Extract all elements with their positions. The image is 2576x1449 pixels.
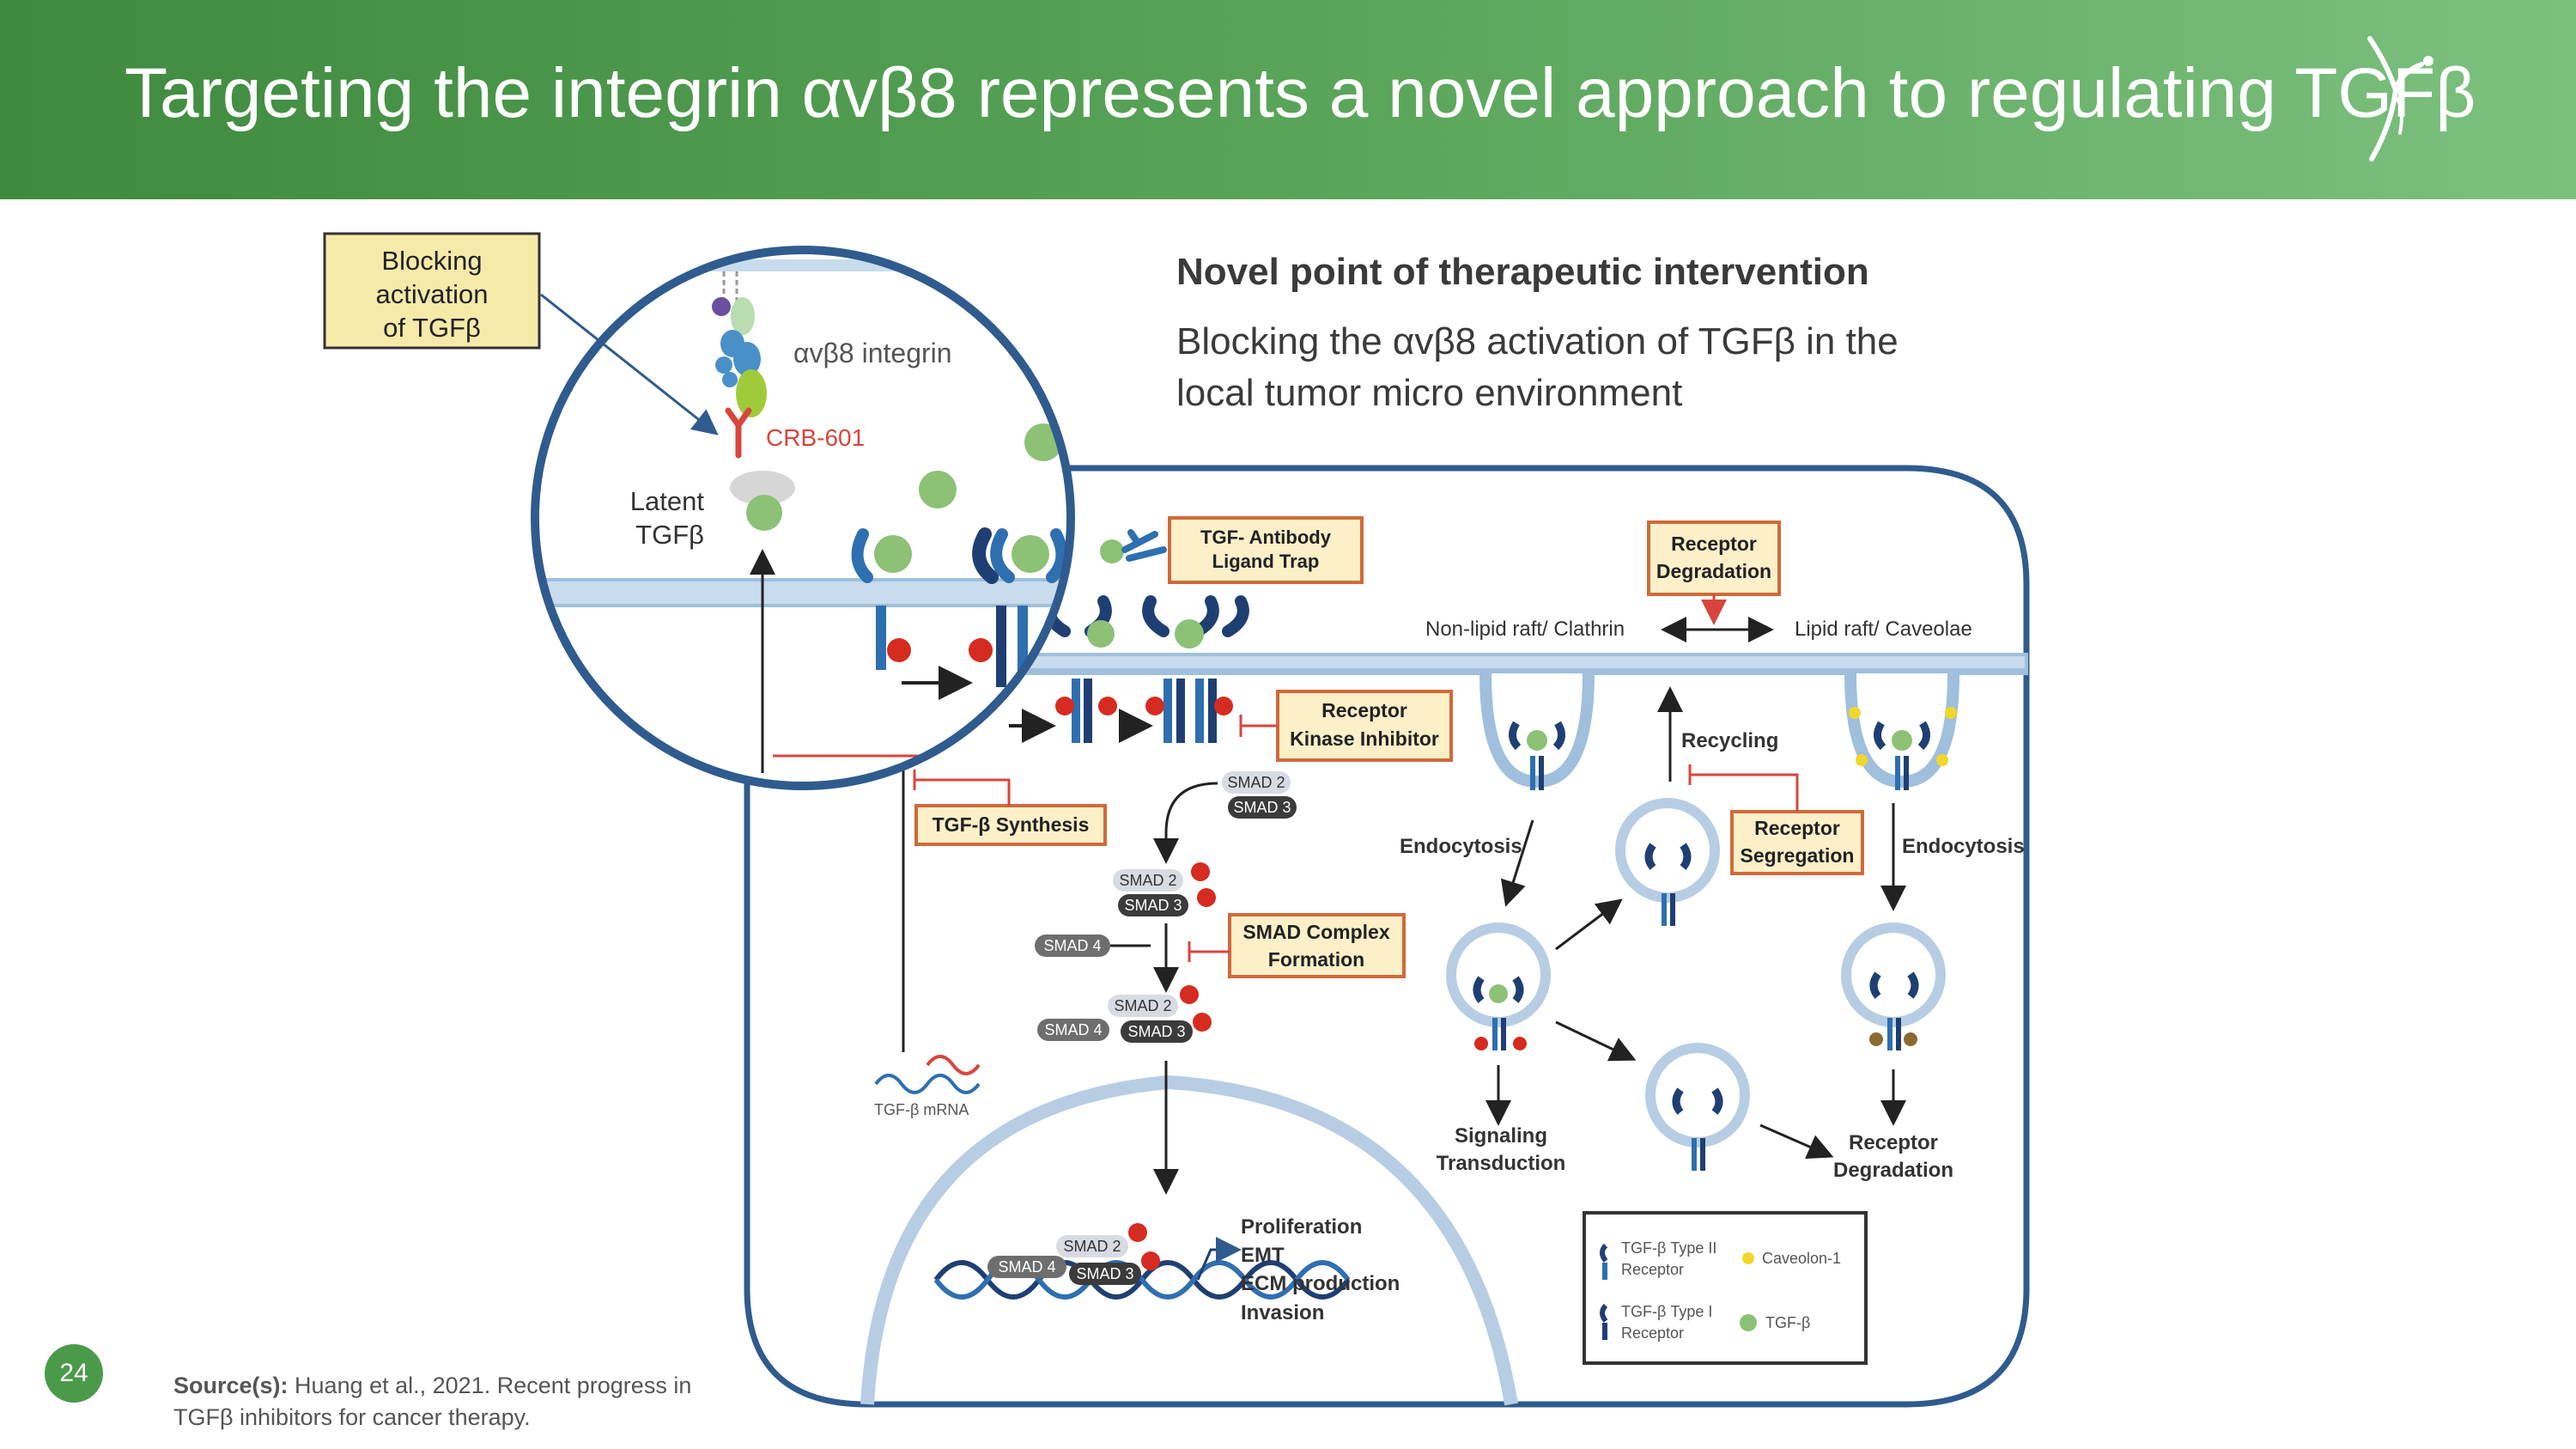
smad-cascade: SMAD 2 SMAD 3 SMAD 2 SMAD 3 SMAD 4 SMAD … <box>1035 771 1297 1195</box>
svg-text:Lipid raft/ Caveolae: Lipid raft/ Caveolae <box>1795 618 1972 641</box>
svg-text:TGF-β Type I: TGF-β Type I <box>1621 1303 1712 1320</box>
tgfb-mrna: TGF-β mRNA <box>874 754 981 1118</box>
svg-text:SMAD 4: SMAD 4 <box>1044 1021 1102 1038</box>
svg-text:EMT: EMT <box>1241 1244 1285 1267</box>
svg-text:Receptor: Receptor <box>1321 699 1407 721</box>
svg-text:Non-lipid raft/ Clathrin: Non-lipid raft/ Clathrin <box>1425 618 1625 641</box>
legend: TGF-β Type II Receptor Caveolon-1 TGF-β … <box>1583 1211 1868 1365</box>
svg-text:CRB-601: CRB-601 <box>766 424 865 451</box>
svg-text:Caveolon-1: Caveolon-1 <box>1762 1250 1841 1267</box>
svg-text:Kinase Inhibitor: Kinase Inhibitor <box>1290 728 1439 750</box>
svg-text:SMAD 4: SMAD 4 <box>998 1258 1055 1275</box>
svg-text:Receptor: Receptor <box>1621 1324 1684 1342</box>
svg-text:Signaling: Signaling <box>1455 1124 1547 1148</box>
svg-text:activation: activation <box>376 279 489 309</box>
svg-text:Receptor: Receptor <box>1671 533 1757 555</box>
svg-text:Receptor: Receptor <box>1849 1131 1938 1154</box>
svg-text:Receptor: Receptor <box>1754 817 1840 839</box>
svg-text:TGFβ: TGFβ <box>635 520 704 550</box>
svg-text:Ligand Trap: Ligand Trap <box>1212 551 1320 572</box>
integrin-icon <box>712 271 767 417</box>
outcome-list: Proliferation EMT ECM production Invasio… <box>1241 1215 1400 1324</box>
cell-outline <box>744 465 2030 1408</box>
page-title: Targeting the integrin αvβ8 represents a… <box>125 54 2476 132</box>
svg-text:αvβ8 integrin: αvβ8 integrin <box>793 338 952 368</box>
svg-text:Degradation: Degradation <box>1833 1159 1953 1182</box>
endosome-degradation-left <box>1645 1043 1750 1171</box>
receptor-kinase-inhibitor-box: Receptor Kinase Inhibitor <box>1239 690 1453 762</box>
tgfb-synthesis-box: TGF-β Synthesis <box>775 746 1107 846</box>
svg-text:Endocytosis: Endocytosis <box>1902 835 2025 858</box>
svg-text:SMAD 3: SMAD 3 <box>1127 1023 1185 1040</box>
intervention-description: Blocking the αvβ8 activation of TGFβ in … <box>1176 320 1899 414</box>
svg-text:SMAD 3: SMAD 3 <box>1233 799 1291 816</box>
source-label: Source(s): <box>173 1373 289 1398</box>
zoom-inset: αvβ8 integrin CRB-601 Latent TGFβ <box>531 246 1075 790</box>
svg-text:Transduction: Transduction <box>1437 1152 1566 1175</box>
endosome-degradation-right <box>1841 922 1946 1050</box>
svg-text:TGF-β Synthesis: TGF-β Synthesis <box>933 813 1090 836</box>
svg-text:of TGFβ: of TGFβ <box>383 313 481 343</box>
svg-text:SMAD 3: SMAD 3 <box>1076 1265 1133 1282</box>
pit-receptor-left <box>1509 721 1565 790</box>
svg-text:Recycling: Recycling <box>1681 729 1778 752</box>
antibody-ligand-trap-box: TGF- Antibody Ligand Trap <box>1168 516 1364 584</box>
antibody-icon <box>1100 529 1167 563</box>
svg-text:SMAD 2: SMAD 2 <box>1114 997 1171 1014</box>
pit-receptor-right <box>1849 707 1957 790</box>
dna-helix: SMAD 4 SMAD 2 SMAD 3 <box>933 1223 1351 1300</box>
smad-complex-formation-box: SMAD Complex Formation <box>1188 913 1406 978</box>
svg-text:Segregation: Segregation <box>1741 844 1855 867</box>
svg-text:SMAD 2: SMAD 2 <box>1227 774 1285 791</box>
page-number: 24 <box>45 1344 103 1403</box>
receptor-degradation-box: Receptor Degradation <box>1647 521 1781 625</box>
svg-text:SMAD 3: SMAD 3 <box>1124 897 1182 914</box>
svg-text:TGF-β mRNA: TGF-β mRNA <box>874 1101 969 1118</box>
blocking-activation-callout: Blocking activation of TGFβ <box>323 232 719 435</box>
svg-text:SMAD 2: SMAD 2 <box>1119 872 1176 889</box>
svg-text:SMAD 4: SMAD 4 <box>1043 937 1101 954</box>
receptor-complex-2 <box>1142 595 1249 743</box>
svg-text:TGF-β Type II: TGF-β Type II <box>1621 1239 1716 1257</box>
source-text: Huang et al., 2021. Recent progress in T… <box>173 1373 692 1430</box>
receptor-segregation-box: Receptor Segregation <box>1688 764 1864 875</box>
company-logo-icon <box>2367 36 2433 161</box>
svg-text:Receptor: Receptor <box>1621 1261 1684 1278</box>
svg-text:Proliferation: Proliferation <box>1241 1215 1362 1239</box>
svg-text:TGF- Antibody: TGF- Antibody <box>1200 527 1332 548</box>
svg-text:SMAD 2: SMAD 2 <box>1063 1238 1121 1255</box>
nucleus <box>860 1075 1518 1406</box>
svg-text:Blocking: Blocking <box>381 246 482 276</box>
svg-text:TGF-β: TGF-β <box>1765 1314 1810 1331</box>
endosome-recycling <box>1615 798 1720 926</box>
svg-text:Invasion: Invasion <box>1241 1301 1324 1324</box>
svg-text:Endocytosis: Endocytosis <box>1400 835 1522 858</box>
svg-text:ECM production: ECM production <box>1241 1272 1400 1295</box>
source-citation: Source(s): Huang et al., 2021. Recent pr… <box>173 1370 706 1434</box>
svg-text:Formation: Formation <box>1268 948 1364 971</box>
header-bar: Targeting the integrin αvβ8 represents a… <box>0 0 2576 199</box>
endosome-signaling <box>1446 922 1551 1050</box>
svg-text:Degradation: Degradation <box>1656 560 1771 582</box>
intervention-heading: Novel point of therapeutic intervention <box>1176 251 1869 293</box>
svg-text:SMAD Complex: SMAD Complex <box>1242 921 1389 943</box>
svg-text:Latent: Latent <box>630 486 705 516</box>
